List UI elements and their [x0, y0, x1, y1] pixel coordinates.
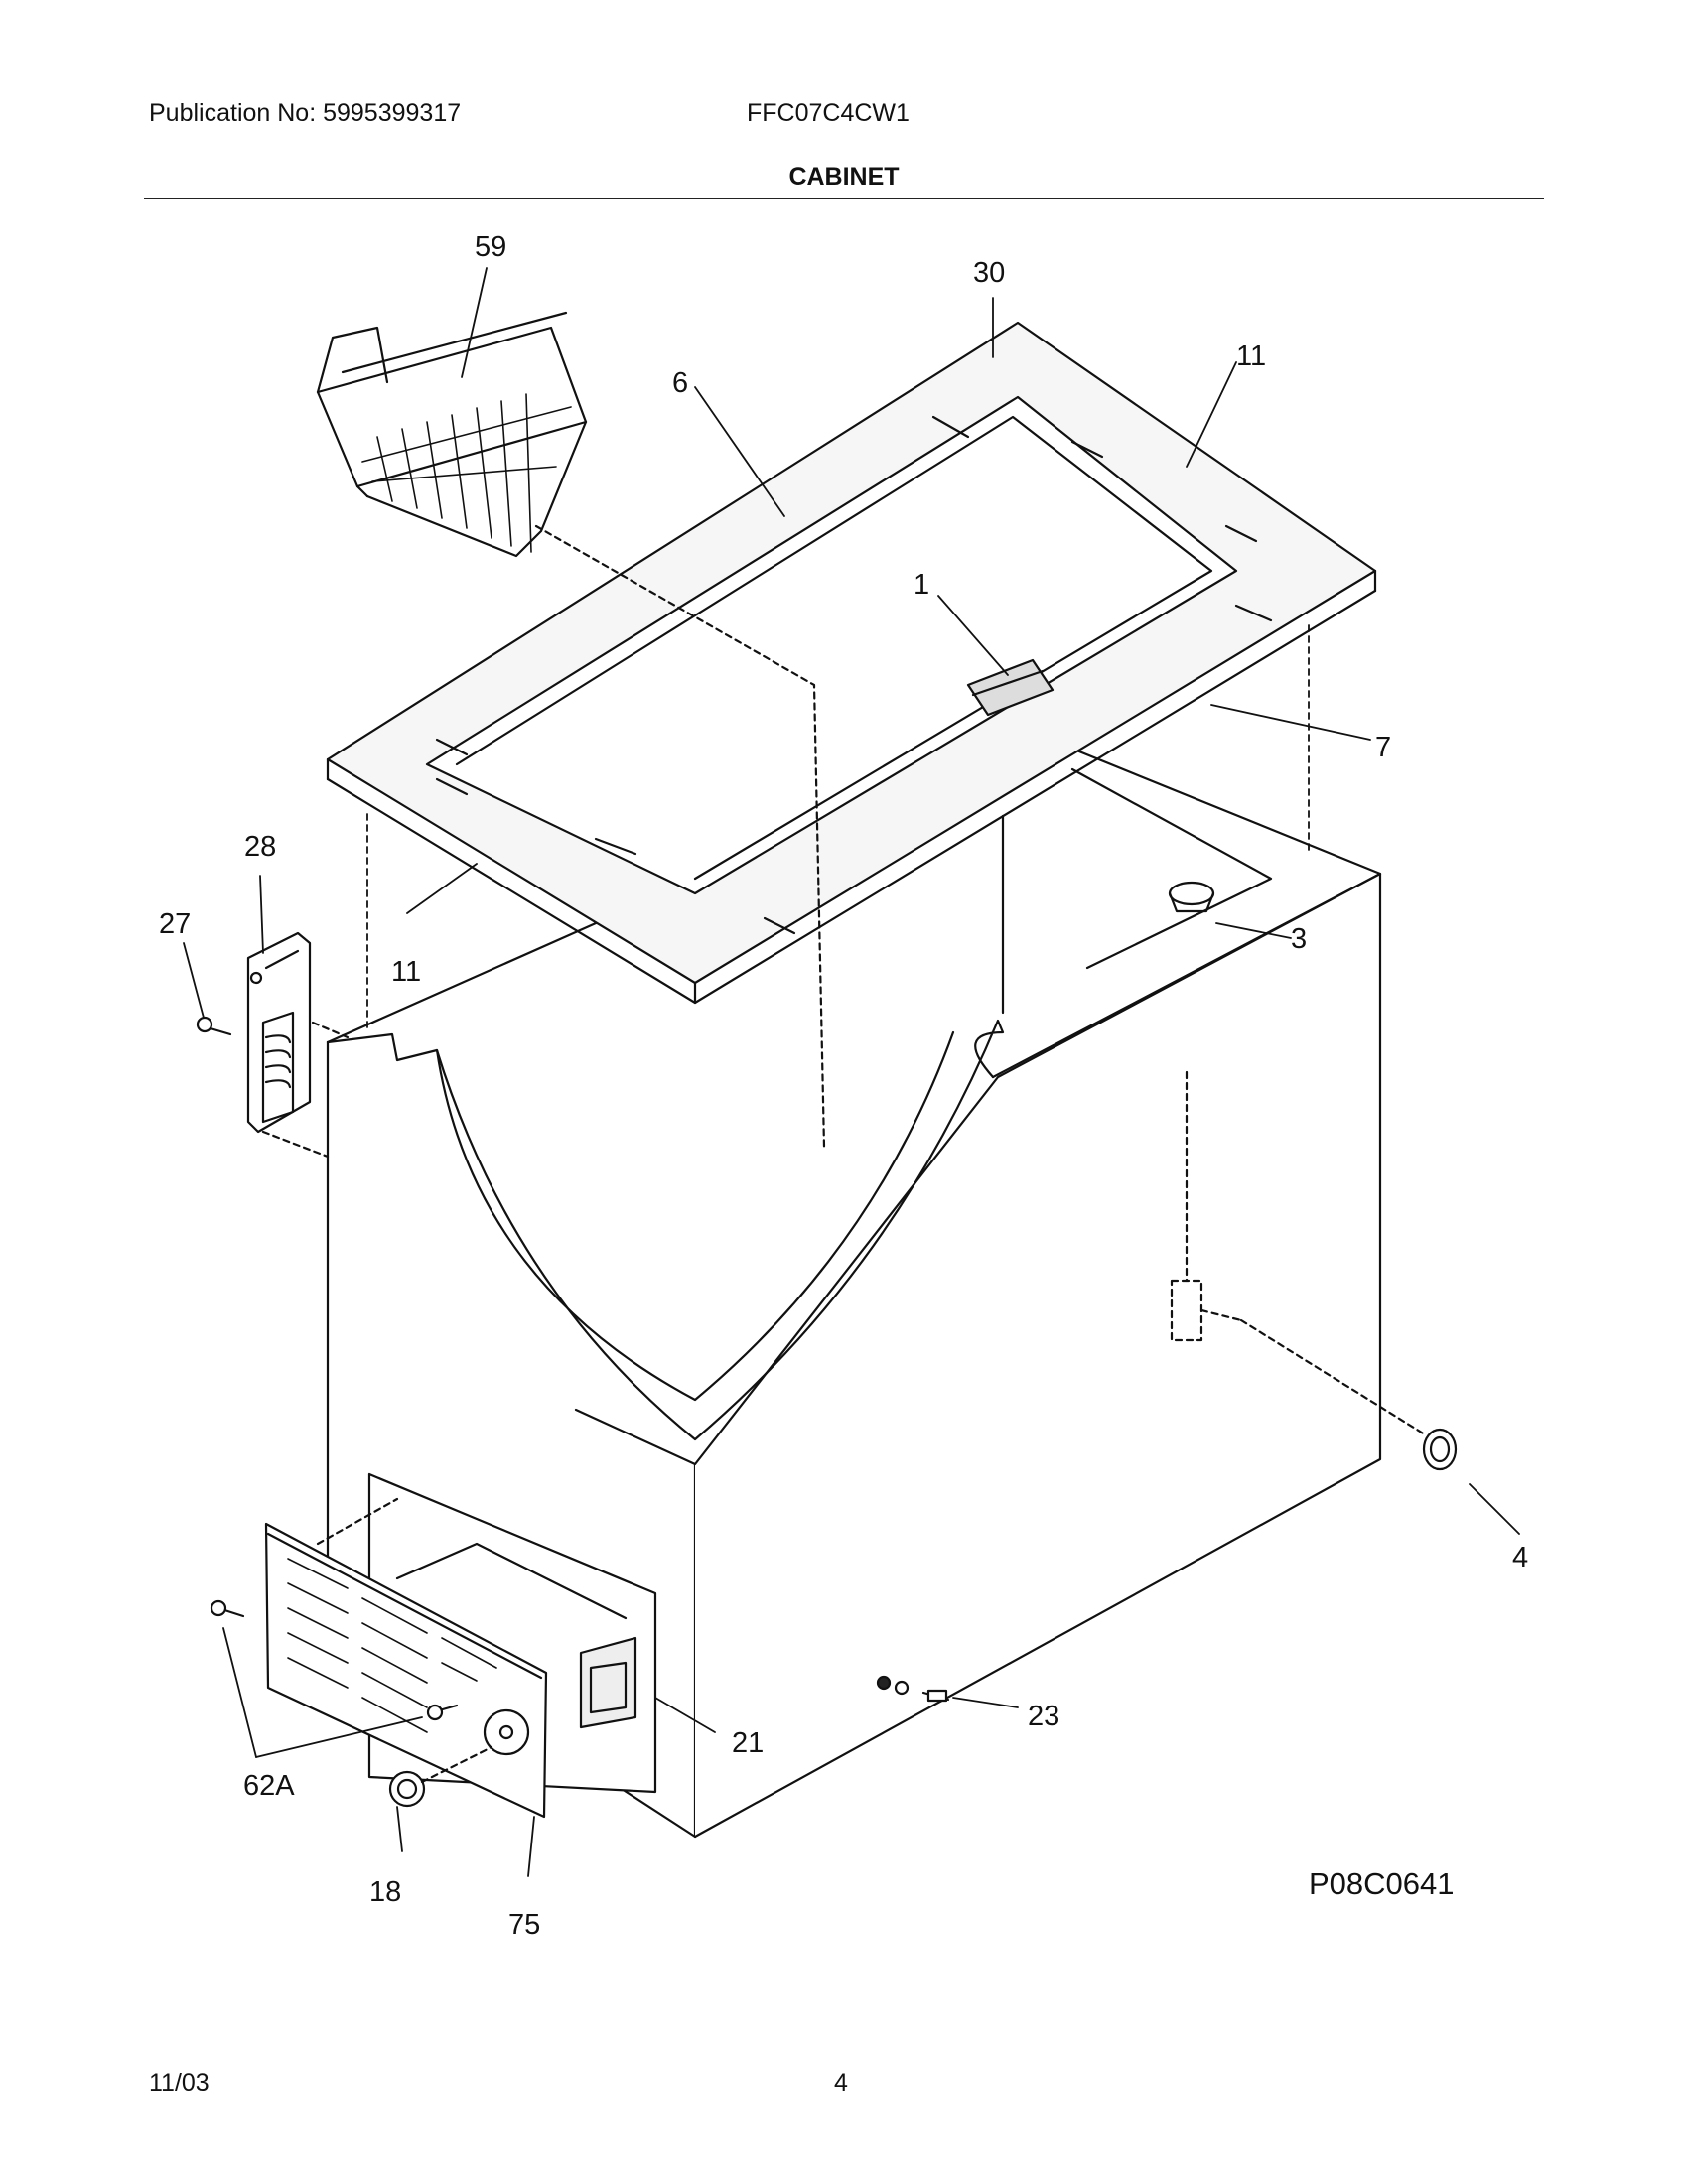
callout-59: 59 [475, 231, 506, 263]
model-number: FFC07C4CW1 [747, 99, 910, 127]
front-grille [210, 1497, 548, 1819]
callout-75: 75 [508, 1909, 540, 1941]
leader-lines [183, 267, 1520, 1877]
hinge-assembly [196, 931, 350, 1159]
callout-18: 18 [369, 1876, 401, 1908]
callout-7: 7 [1375, 732, 1391, 763]
callout-21: 21 [732, 1727, 764, 1759]
callout-11-left: 11 [391, 956, 421, 988]
callout-11-right: 11 [1236, 341, 1266, 372]
page-number: 4 [834, 2069, 848, 2097]
callout-4: 4 [1512, 1542, 1528, 1573]
callout-23: 23 [1028, 1701, 1059, 1732]
storage-basket [316, 311, 826, 1149]
small-parts [876, 881, 1458, 1703]
footer-date: 11/03 [149, 2069, 210, 2097]
callout-28: 28 [244, 831, 276, 863]
callout-27: 27 [159, 908, 191, 940]
callout-62A: 62A [243, 1770, 295, 1802]
lid-gasket-frame [326, 321, 1377, 1005]
header-divider [144, 198, 1544, 199]
callout-1: 1 [914, 569, 929, 601]
callout-3: 3 [1291, 923, 1307, 955]
section-title: CABINET [788, 163, 900, 191]
callout-labels: 59 30 11 6 1 7 28 27 11 3 4 21 62A 23 18… [159, 231, 1528, 1941]
callout-30: 30 [973, 257, 1005, 289]
publication-number: Publication No: 5995399317 [149, 99, 462, 127]
callout-6: 6 [672, 367, 688, 399]
figure-id: P08C0641 [1309, 1866, 1455, 1901]
